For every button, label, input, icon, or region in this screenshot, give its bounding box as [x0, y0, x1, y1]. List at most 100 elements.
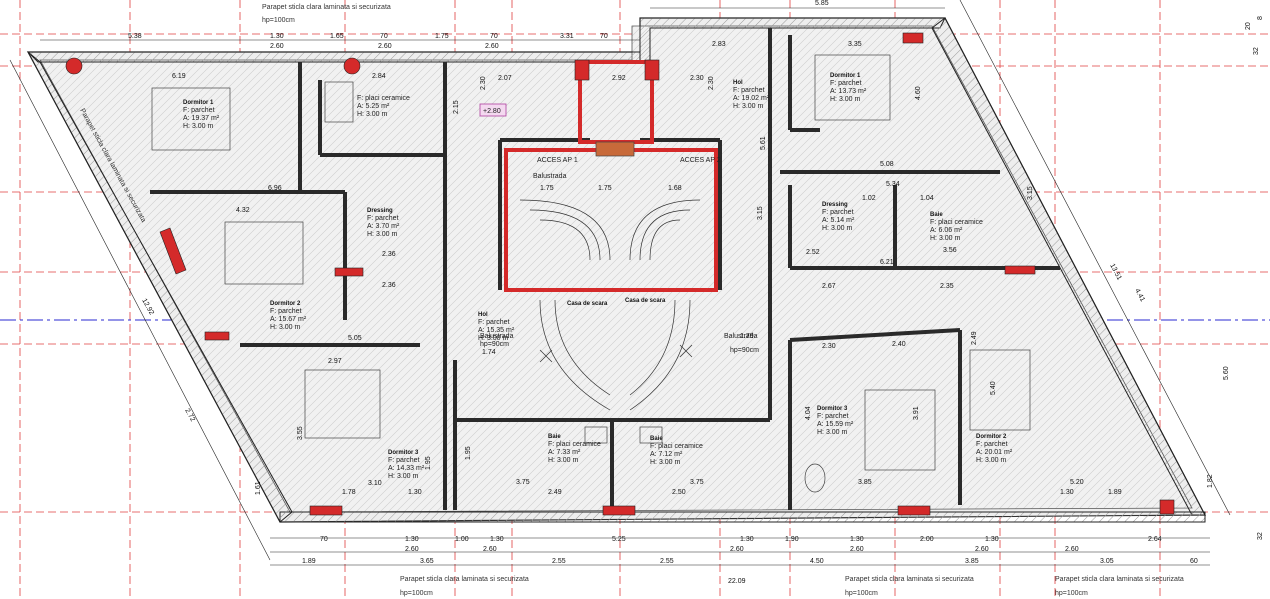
dim-bottom-3: 2.55 [552, 558, 566, 565]
room-name: Casa de scara [625, 298, 666, 304]
dim-top: 1.75 [435, 33, 449, 40]
dim-top: 2.60 [270, 43, 284, 50]
dim-interior: 2.36 [382, 282, 396, 289]
dim-interior: 1.78 [342, 489, 356, 496]
balustrada-3: Balustrada [724, 333, 758, 340]
dim-interior: 2.35 [940, 283, 954, 290]
room-name: Hol [733, 80, 743, 86]
dim-bottom-3: 3.05 [1100, 558, 1114, 565]
dim-side: 5.60 [1223, 366, 1230, 380]
note-bottom-left-hp: hp=100cm [400, 590, 433, 597]
room-floor: F: parchet [388, 457, 420, 464]
room-height: H: 3.00 m [733, 103, 764, 110]
hp90-b: hp=90cm [730, 347, 759, 354]
dim-interior: 5.08 [880, 161, 894, 168]
dim-interior: 2.97 [328, 358, 342, 365]
room-height: H: 3.00 m [830, 96, 861, 103]
room-area: A: 20.01 m² [976, 449, 1013, 456]
room-floor: F: parchet [478, 319, 510, 326]
level-mark-box [479, 103, 507, 117]
stairs [519, 199, 701, 411]
dim-interior: 6.96 [268, 185, 282, 192]
dim-side: 3.91 [913, 406, 920, 420]
dim-side: 4.04 [805, 406, 812, 420]
room-height: H: 3.00 m [270, 324, 301, 331]
dim-interior: 1.68 [668, 185, 682, 192]
room-name: Baie [930, 212, 943, 218]
dim-side: 5.40 [990, 381, 997, 395]
note-top-hp: hp=100cm [262, 17, 295, 24]
room-name: Baie [548, 434, 561, 440]
dim-bottom-1: 1.30 [985, 536, 999, 543]
dim-bottom-3: 2.55 [660, 558, 674, 565]
dim-side: 2.30 [480, 76, 487, 90]
dim-interior: 6.19 [172, 73, 186, 80]
dim-side: 2.72 [183, 408, 196, 423]
dim-side: 3.55 [297, 426, 304, 440]
dim-interior: 2.49 [548, 489, 562, 496]
dim-interior: 4.32 [236, 207, 250, 214]
room-floor: F: parchet [270, 308, 302, 315]
dim-side: 1.61 [255, 481, 262, 495]
dim-top: 2.60 [378, 43, 392, 50]
room-floor: F: parchet [817, 413, 849, 420]
room-floor: F: placi ceramice [650, 443, 703, 450]
dim-bottom-2: 2.60 [975, 546, 989, 553]
room-height: H: 3.00 m [357, 111, 388, 118]
dim-interior: 3.75 [690, 479, 704, 486]
dim-side: 1.82 [1207, 474, 1214, 488]
room-floor: F: parchet [822, 209, 854, 216]
room-name: Dormitor 3 [817, 406, 848, 412]
dim-side: 3.15 [1027, 186, 1034, 200]
room-name: Baie [650, 436, 663, 442]
room-name: Dressing [367, 208, 393, 214]
dim-bottom-3: 3.65 [420, 558, 434, 565]
access-ap1: ACCES AP 1 [537, 157, 578, 164]
room-height: H: 3.00 m [976, 457, 1007, 464]
room-area: A: 7.33 m² [548, 449, 581, 456]
dim-bottom-1: 1.30 [405, 536, 419, 543]
dim-side: 4.60 [915, 86, 922, 100]
room-area: A: 3.70 m² [367, 223, 400, 230]
dim-top: 5.38 [128, 33, 142, 40]
dim-top: 3.31 [560, 33, 574, 40]
room-label: Casa de scara [625, 298, 666, 304]
dim-top: 5.85 [815, 0, 829, 7]
dim-bottom-1: 1.30 [740, 536, 754, 543]
dim-interior: 3.10 [368, 480, 382, 487]
room-name: Hol [478, 312, 488, 318]
room-height: H: 3.00 m [650, 459, 681, 466]
room-name: Dormitor 2 [270, 301, 301, 307]
corner-mark: 32 [1253, 47, 1260, 55]
dim-bottom-1: 2.00 [920, 536, 934, 543]
dim-side: 12.92 [140, 298, 155, 317]
room-area: A: 15.35 m² [478, 327, 515, 334]
room-area: A: 13.73 m² [830, 88, 867, 95]
note-bottom-left-parapet: Parapet sticla clara laminata si securiz… [400, 576, 529, 583]
note-top-parapet: Parapet sticla clara laminata si securiz… [262, 4, 391, 11]
room-floor: F: placi ceramice [930, 219, 983, 226]
room-area: A: 15.59 m² [817, 421, 854, 428]
dimension-rails [9, 0, 1231, 566]
interior-walls [150, 28, 1060, 510]
corner-mark: 32 [1257, 532, 1264, 540]
room-name: Dormitor 2 [976, 434, 1007, 440]
room-height: H: 3.00 m [478, 335, 509, 342]
room-name: Dormitor 1 [830, 73, 861, 79]
dim-side: 2.30 [708, 76, 715, 90]
dim-interior: 2.92 [612, 75, 626, 82]
outer-walls [26, 17, 1206, 523]
dim-interior: 6.21 [880, 259, 894, 266]
room-floor: F: placi ceramice [357, 95, 410, 102]
room-floor: F: parchet [976, 441, 1008, 448]
dim-side: 5.61 [760, 136, 767, 150]
dim-bottom-2: 2.60 [483, 546, 497, 553]
dim-side: 2.15 [453, 100, 460, 114]
dim-bottom-2: 2.60 [850, 546, 864, 553]
room-label: Casa de scara [567, 301, 608, 307]
dim-interior: 5.05 [348, 335, 362, 342]
dim-interior: 2.36 [382, 251, 396, 258]
